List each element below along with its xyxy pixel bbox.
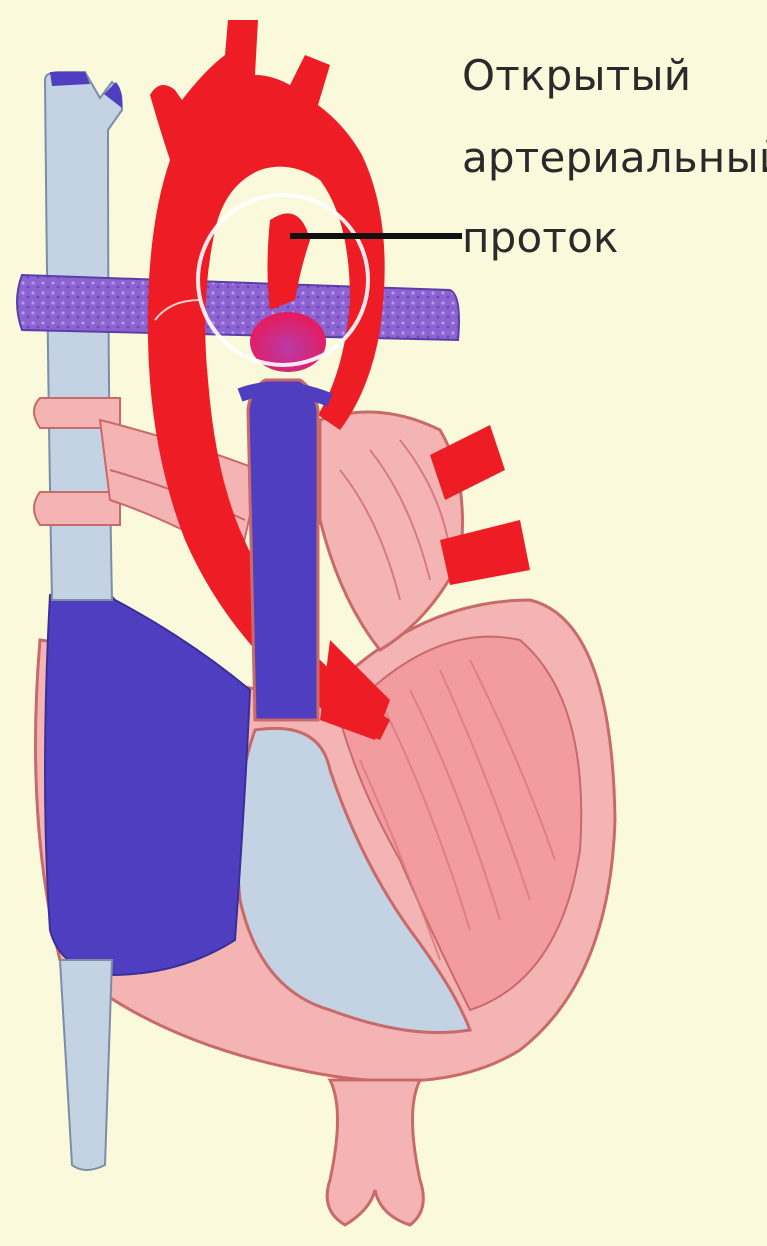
label-line-3: проток [462, 212, 619, 264]
descending-aorta [327, 1080, 423, 1225]
label-line-1: Открытый [462, 50, 691, 102]
inferior-vena-cava [60, 960, 112, 1170]
pulmonary-trunk [248, 380, 318, 720]
svc-cut-top [50, 72, 90, 86]
label-line-2: артериальный [462, 132, 767, 184]
right-atrium [45, 586, 250, 975]
left-stub-2 [34, 492, 120, 525]
pulmonary-artery-branch [17, 275, 459, 340]
